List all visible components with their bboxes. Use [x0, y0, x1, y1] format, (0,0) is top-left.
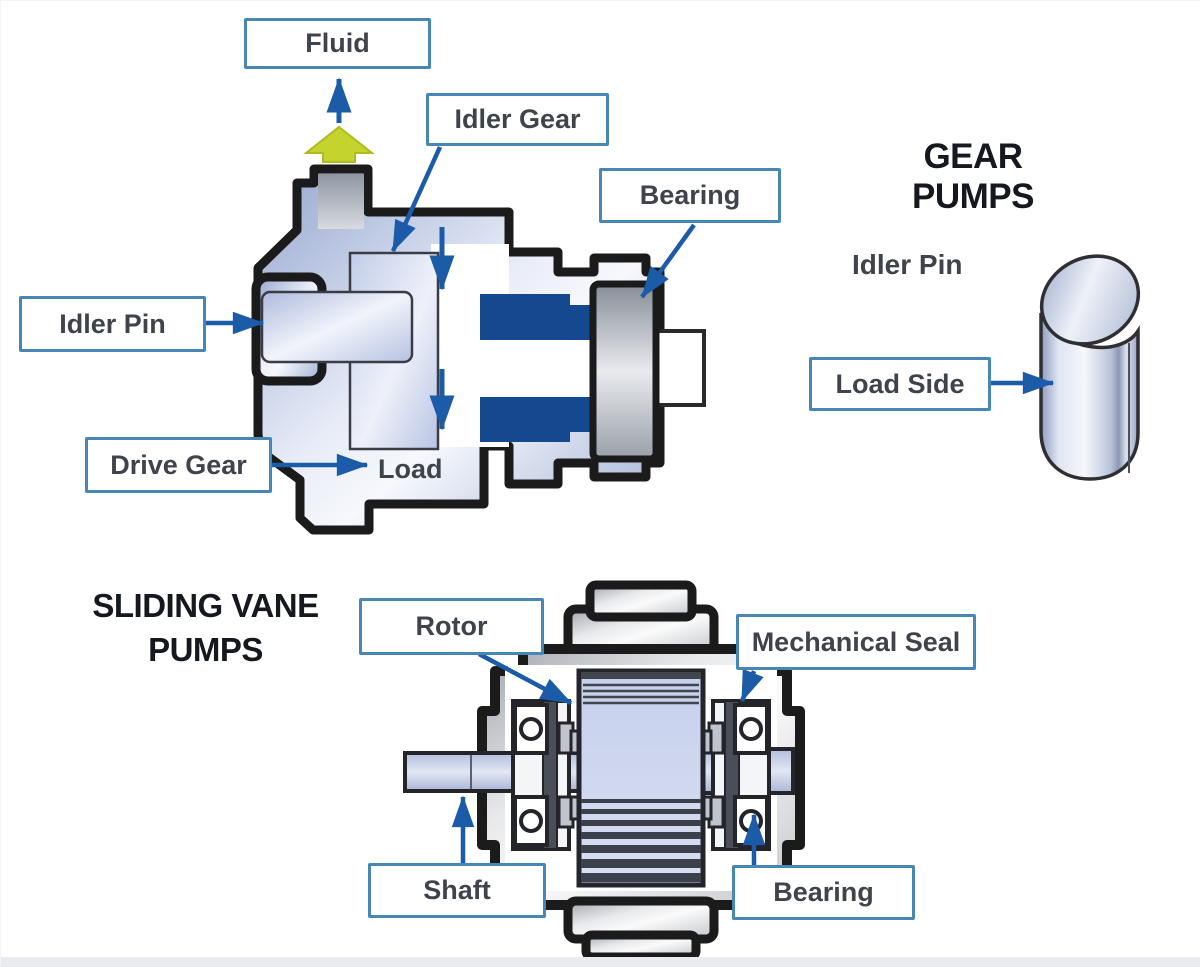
- drive-gear-label: Drive Gear: [85, 437, 272, 493]
- inlet-port-interior: [318, 174, 364, 229]
- load-side-label: Load Side: [809, 357, 991, 411]
- gear-pumps-title: GEAR PUMPS: [912, 137, 1034, 216]
- bearing-leader-arrow-icon: [640, 223, 696, 299]
- page-bottom-strip: [1, 957, 1200, 967]
- seal-blocks: [480, 294, 591, 442]
- bottom-cap-step2: [581, 930, 701, 962]
- load-inline-label: Load: [378, 454, 443, 484]
- pin-chamfer-face: [1039, 254, 1141, 346]
- ball-bearing-icon: [519, 717, 543, 741]
- bearing-label: Bearing: [599, 168, 781, 223]
- bearing-bottom-label: Bearing: [732, 865, 915, 920]
- rotor-label: Rotor: [359, 598, 544, 655]
- idler-pin-3d-detail: [1039, 254, 1141, 481]
- idler-pin-label: Idler Pin: [19, 296, 206, 352]
- top-cap-step1: [585, 580, 697, 622]
- ball-bearing-icon: [739, 809, 763, 833]
- sliding-vane-pumps-title-line2: PUMPS: [148, 631, 263, 668]
- ball-bearing-icon: [519, 809, 543, 833]
- gear-pump-cross-section: [251, 77, 706, 535]
- rotor-leader-arrow-icon: [477, 652, 573, 705]
- idler-gear-label: Idler Gear: [426, 93, 609, 146]
- idler-pin-part: [260, 290, 414, 364]
- idler-pin-caption: Idler Pin: [852, 249, 963, 280]
- fluid-label: Fluid: [244, 18, 431, 69]
- mechanical-seal-label: Mechanical Seal: [736, 614, 976, 670]
- sliding-vane-pumps-title: SLIDING VANE PUMPS: [73, 584, 338, 672]
- ball-bearing-icon: [739, 717, 763, 741]
- bearing-ring: [589, 280, 660, 463]
- left-bearing-group: [511, 699, 584, 851]
- mechanical-seal-leader-arrow-icon: [739, 668, 764, 703]
- idler-gear-leader-arrow-icon: [390, 146, 443, 253]
- fluid-outlet-yellow-arrow-icon: [303, 125, 375, 163]
- rotor-part: [576, 668, 706, 888]
- shaft-label: Shaft: [368, 863, 546, 918]
- leader-arrows: [206, 146, 1055, 865]
- sliding-vane-pumps-title-line1: SLIDING VANE: [92, 587, 319, 624]
